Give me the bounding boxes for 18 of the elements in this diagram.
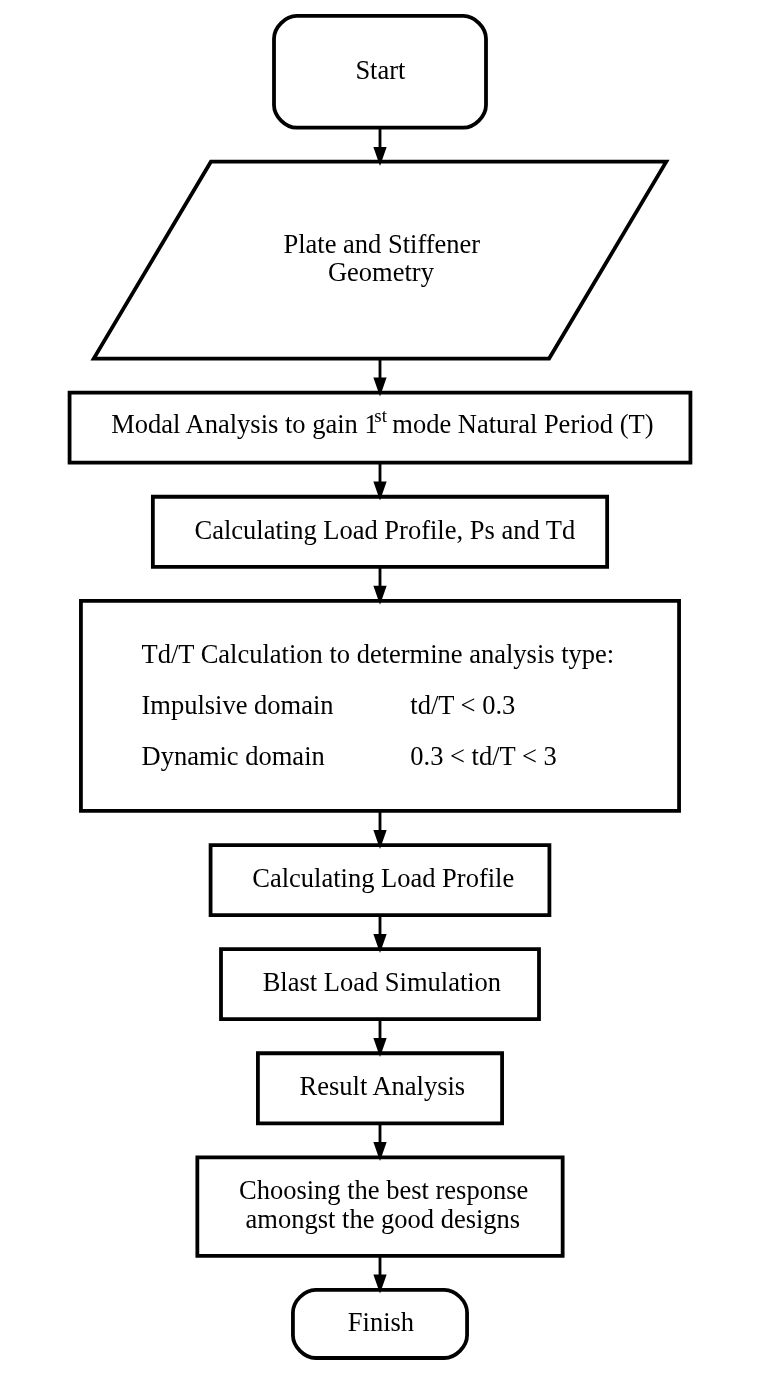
arrow: [373, 463, 387, 501]
arrow: [373, 915, 387, 953]
node-box: Finish: [291, 1288, 469, 1360]
arrow: [373, 1123, 387, 1162]
node-box: Start: [272, 14, 488, 130]
arrow: [373, 811, 387, 850]
node-box: Choosing the best response amongst the good designs: [195, 1155, 565, 1258]
node-box: Blast Load Simulation: [219, 947, 541, 1022]
node-box: Result Analysis: [256, 1051, 504, 1126]
node-box: Td/T Calculation to determine analysis type: Impulsive domain td/T < 0.3 Dynamic domain 0.3 < td/T < 3: [79, 599, 681, 813]
node-box: Calculating Load Profile: [208, 843, 552, 917]
arrow: [373, 128, 387, 166]
node-box: Calculating Load Profile, Ps and Td: [150, 494, 610, 569]
arrow: [373, 1019, 387, 1058]
node-box: Modal Analysis to gain 1$^{st}$ mode Natural Period (T): [67, 390, 693, 465]
arrow: [373, 358, 387, 397]
arrow: [373, 567, 387, 605]
arrow: [373, 1256, 387, 1294]
